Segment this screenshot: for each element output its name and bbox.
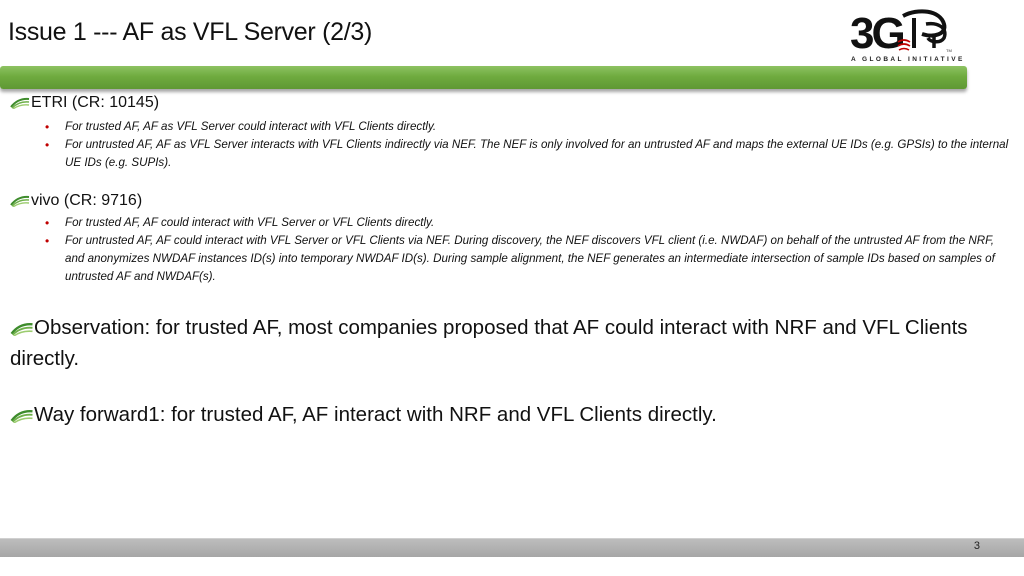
bullet-item: • For untrusted AF, AF as VFL Server int…	[45, 136, 1012, 172]
logo-tagline: A GLOBAL INITIATIVE	[851, 56, 965, 63]
observation-text: Observation: for trusted AF, most compan…	[10, 316, 968, 370]
title-underline-bar	[0, 66, 967, 89]
section-heading-row: ETRI (CR: 10145)	[10, 94, 159, 112]
green-leaf-bullet-icon	[10, 409, 33, 423]
section-heading-row: vivo (CR: 9716)	[10, 192, 142, 210]
bullet-text: For trusted AF, AF could interact with V…	[65, 216, 435, 229]
bullet-text: For untrusted AF, AF could interact with…	[65, 234, 995, 283]
page-number: 3	[973, 540, 980, 552]
bullet-item: • For trusted AF, AF could interact with…	[45, 214, 1012, 232]
red-bullet-icon: •	[45, 138, 50, 152]
observation-paragraph: Observation: for trusted AF, most compan…	[10, 312, 1010, 374]
section-heading: vivo (CR: 9716)	[31, 192, 143, 209]
way-forward-text: Way forward1: for trusted AF, AF interac…	[34, 403, 717, 426]
bullet-item: • For untrusted AF, AF could interact wi…	[45, 232, 1012, 286]
svg-text:TM: TM	[946, 48, 952, 53]
footer-bar	[0, 538, 1024, 557]
way-forward-paragraph: Way forward1: for trusted AF, AF interac…	[10, 399, 1010, 430]
green-leaf-bullet-icon	[10, 97, 30, 109]
red-bullet-icon: •	[45, 120, 50, 134]
svg-text:3G: 3G	[850, 9, 903, 58]
bullet-item: • For trusted AF, AF as VFL Server could…	[45, 118, 1012, 136]
bullet-text: For untrusted AF, AF as VFL Server inter…	[65, 138, 1009, 169]
3gpp-logo: 3G TM	[850, 9, 952, 58]
green-leaf-bullet-icon	[10, 322, 33, 336]
green-leaf-bullet-icon	[10, 195, 30, 207]
slide-title: Issue 1 --- AF as VFL Server (2/3)	[8, 18, 372, 46]
red-bullet-icon: •	[45, 234, 50, 248]
bullet-text: For trusted AF, AF as VFL Server could i…	[65, 120, 437, 133]
section-heading: ETRI (CR: 10145)	[31, 94, 160, 111]
red-bullet-icon: •	[45, 216, 50, 230]
